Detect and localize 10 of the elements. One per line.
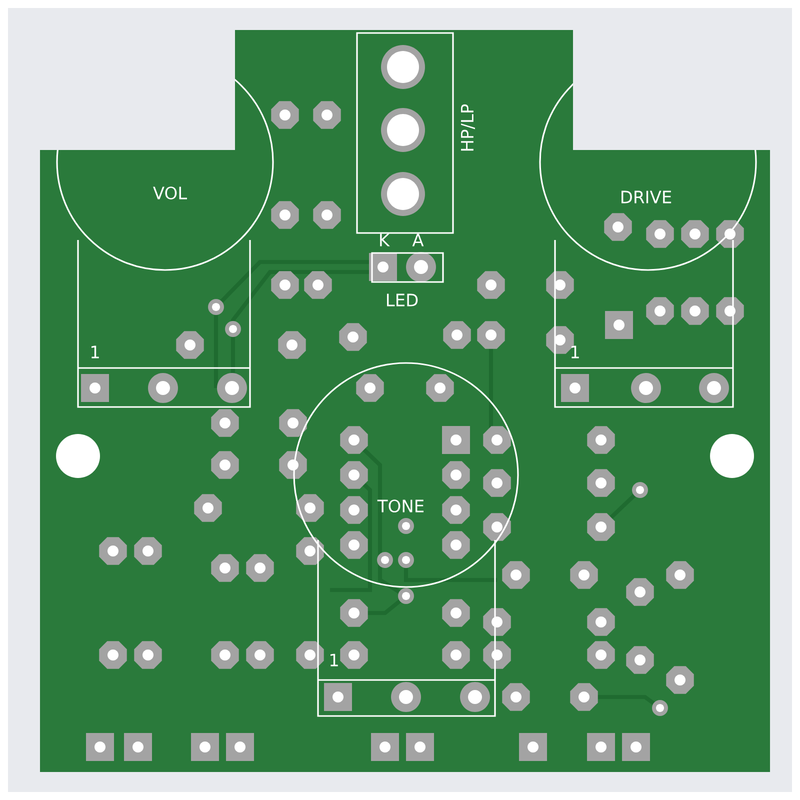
silkscreen-label: 1	[330, 654, 338, 666]
silkscreen-label: LED	[387, 294, 418, 306]
silkscreen-label: HP/LP	[461, 104, 475, 151]
silkscreen-label: VOL	[153, 186, 187, 200]
silkscreen-label: 1	[571, 346, 579, 358]
silkscreen-label: 1	[91, 346, 99, 358]
silkscreen-label: TONE	[377, 500, 424, 512]
silkscreen-label: A	[412, 234, 424, 246]
silkscreen-label: DRIVE	[622, 190, 672, 204]
silkscreen-label: K	[380, 234, 390, 246]
